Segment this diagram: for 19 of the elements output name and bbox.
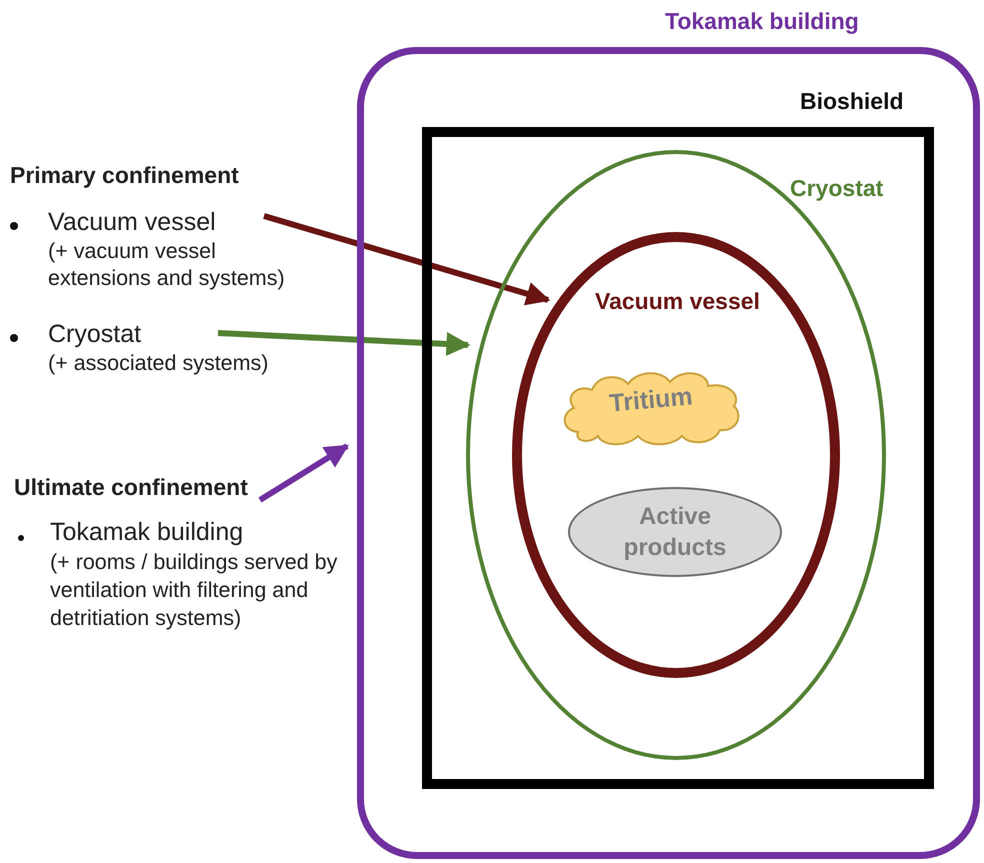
list-item-note: (+ associated systems) [48,350,270,377]
section-heading: Ultimate confinement [14,474,248,501]
arrow [258,443,350,503]
arrow [263,213,550,306]
arrow [218,330,470,356]
container-label: Vacuum vessel [595,288,760,315]
container-label: Bioshield [800,88,904,115]
section-heading: Primary confinement [10,162,239,189]
node-label: Tritium [607,381,695,420]
node-label: Active products [622,502,728,563]
vacuum-vessel-ellipse [512,232,840,678]
list-item-text: Tokamak building [50,518,244,547]
list-item-text: Vacuum vessel [48,207,217,238]
cryostat-ellipse [466,150,886,760]
list-item-text: Cryostat [48,319,142,350]
container-label: Tokamak building [665,8,859,35]
list-item-note: (+ rooms / buildings served by ventilation with filtering and detritiation systems) [50,549,338,632]
container-label: Cryostat [790,175,884,202]
list-item-note: (+ vacuum vessel extensions and systems) [48,238,286,292]
